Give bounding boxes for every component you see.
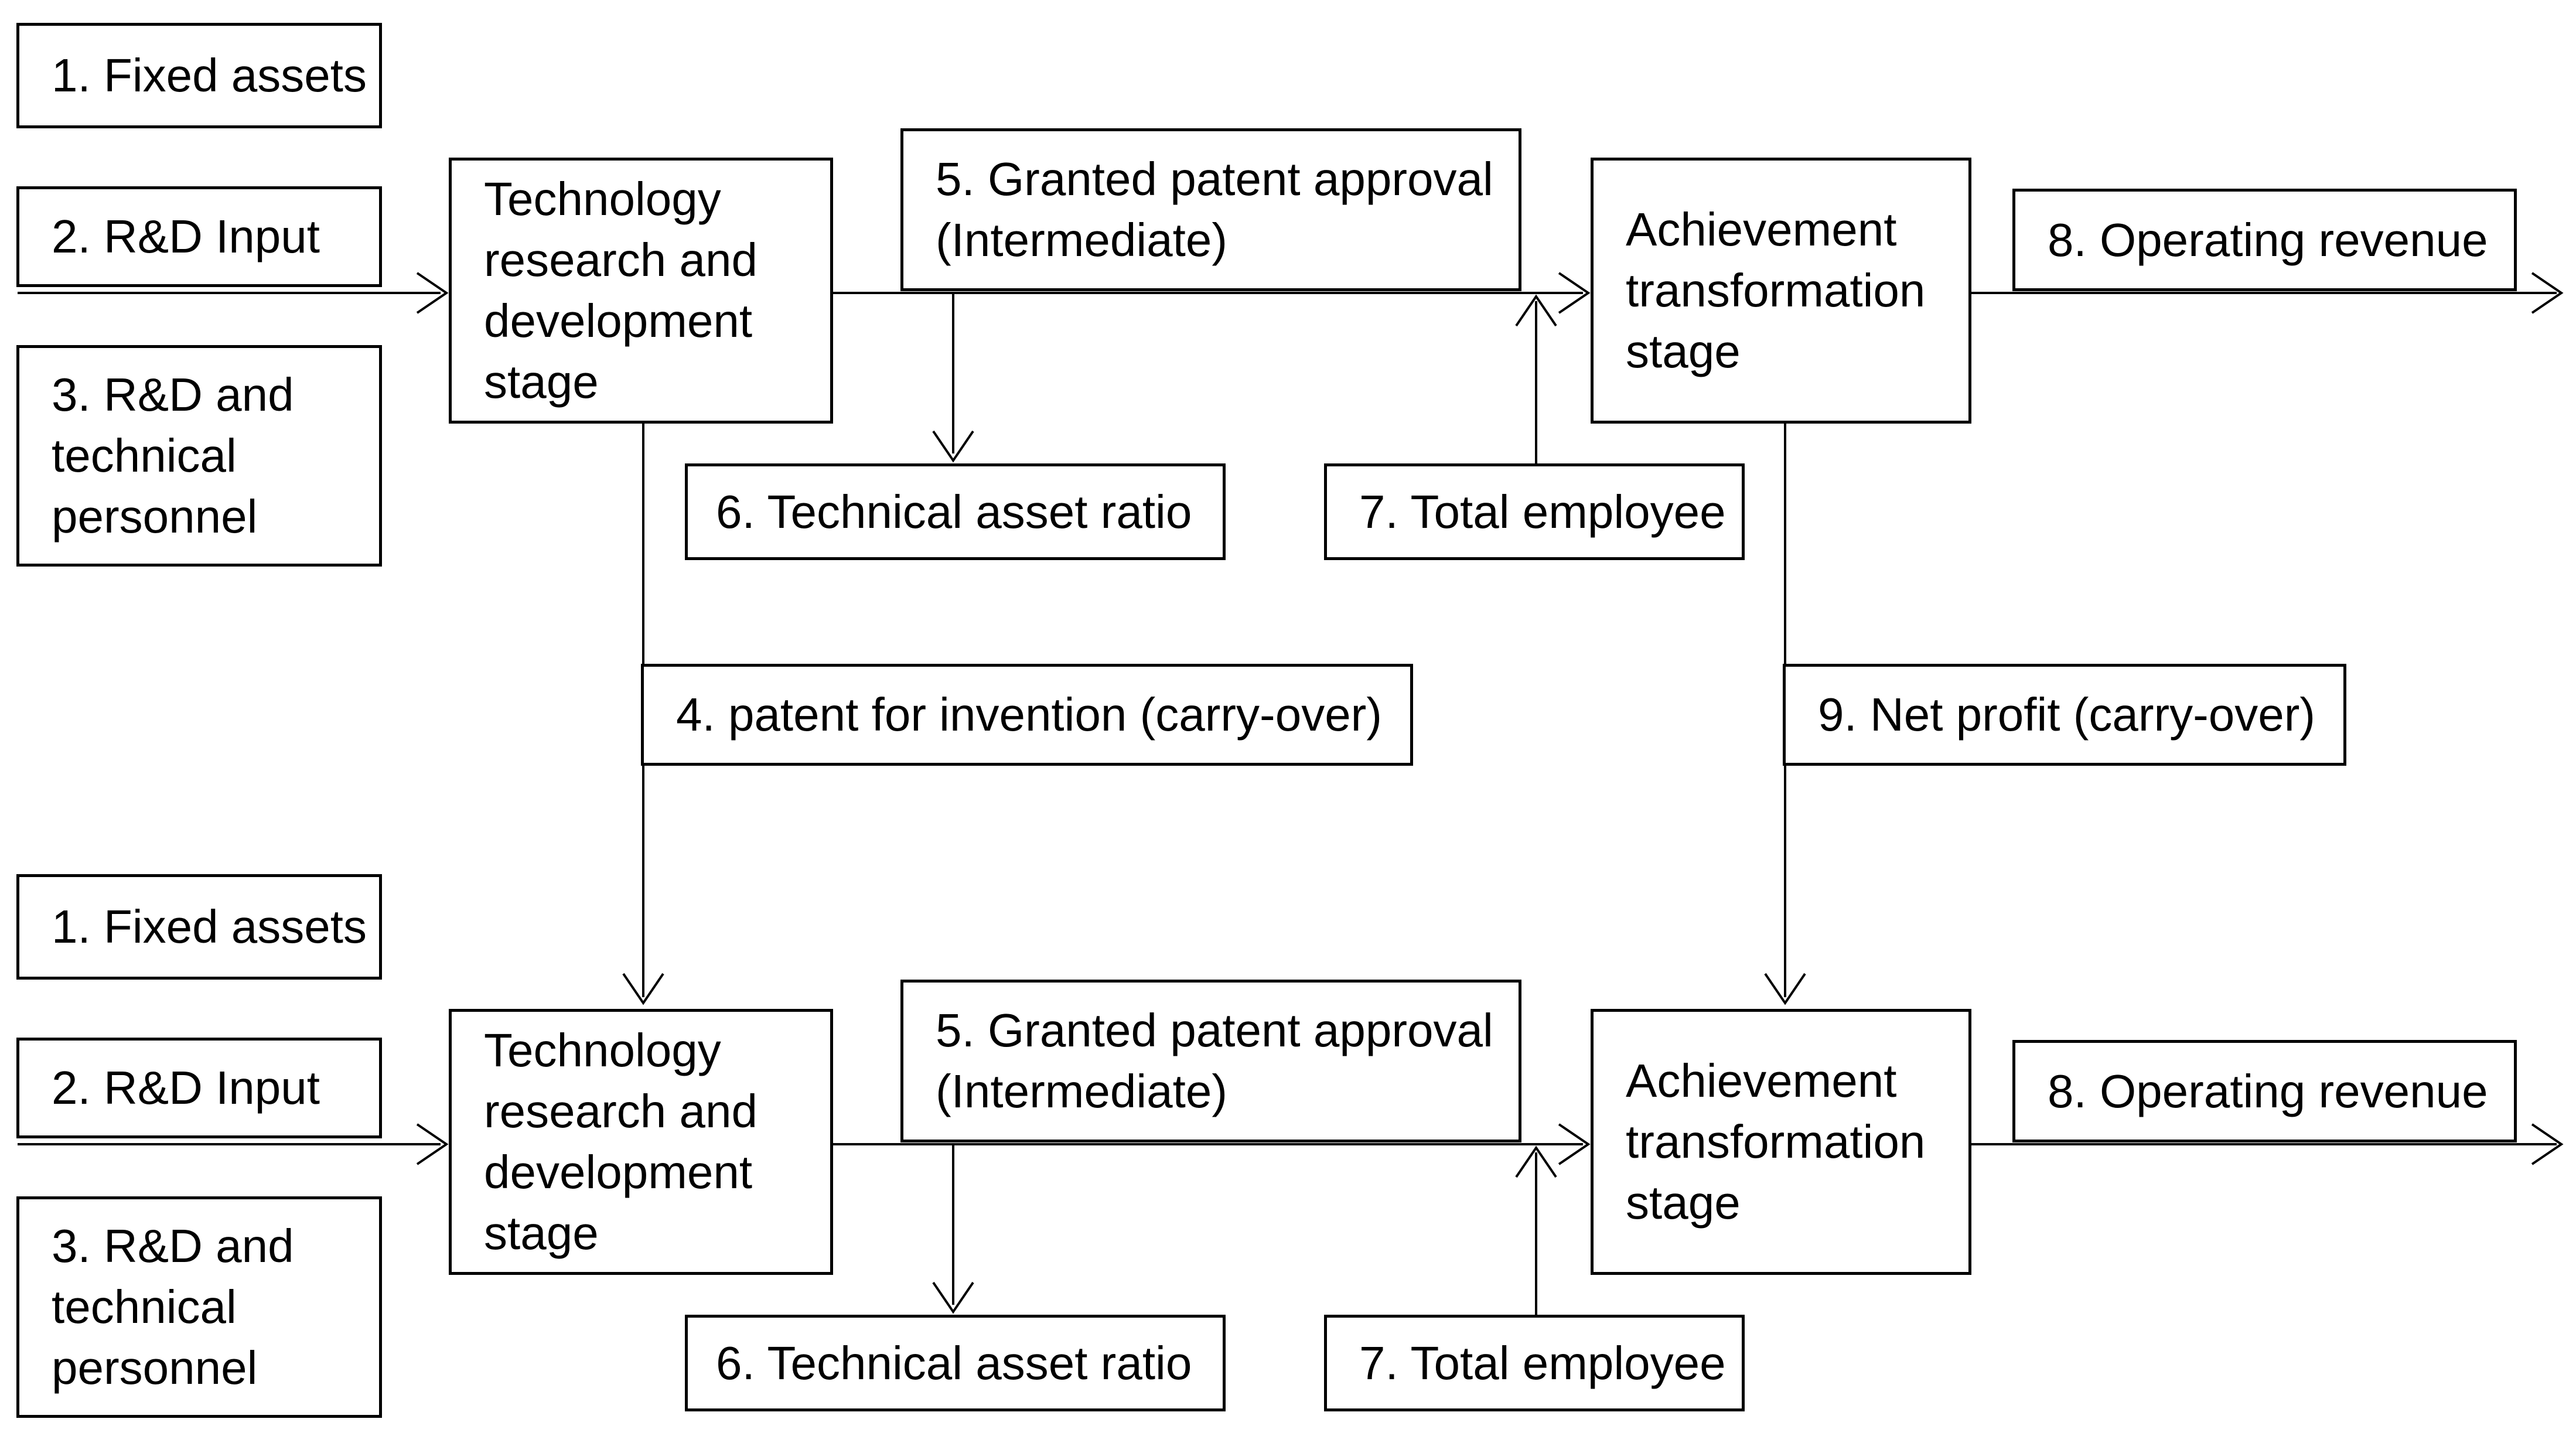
arrowhead-r1-into-tech-stage	[416, 272, 449, 314]
node-label: 1. Fixed assets	[52, 49, 367, 101]
node-label: 9. Net profit (carry-over)	[1818, 688, 2316, 741]
arrowhead-carryover-profit	[1764, 973, 1806, 1005]
node-label-line: research and	[484, 234, 758, 286]
node-label-line: 5. Granted patent approval	[936, 1004, 1493, 1056]
node-label: 7. Total employee	[1359, 1336, 1726, 1389]
node-patent-invention-carryover: 4. patent for invention (carry-over)	[641, 664, 1413, 766]
node-label-line: 3. R&D and	[52, 1220, 294, 1272]
node-rd-input-r1: 2. R&D Input	[16, 186, 382, 287]
node-label: 2. R&D Input	[52, 210, 320, 262]
node-patent-approval-r2: 5. Granted patent approval (Intermediate…	[900, 980, 1521, 1142]
node-label-line: development	[484, 295, 753, 347]
arrowhead-r2-into-asset-ratio	[932, 1281, 974, 1314]
node-tech-stage-r2: Technology research and development stag…	[449, 1009, 833, 1275]
node-total-employee-r2: 7. Total employee	[1324, 1315, 1745, 1411]
node-label-line: personnel	[52, 490, 258, 543]
node-label-line: personnel	[52, 1342, 258, 1394]
node-label: 1. Fixed assets	[52, 901, 367, 953]
node-operating-revenue-r2: 8. Operating revenue	[2012, 1040, 2517, 1142]
node-tech-stage-r1: Technology research and development stag…	[449, 158, 833, 424]
node-label-line: technical	[52, 1281, 237, 1333]
arrowhead-r2-output	[2531, 1123, 2564, 1165]
node-label-line: Technology	[484, 1024, 721, 1076]
node-tech-asset-ratio-r1: 6. Technical asset ratio	[685, 463, 1226, 560]
node-label-line: research and	[484, 1085, 758, 1137]
node-label: 2. R&D Input	[52, 1062, 320, 1114]
arrowhead-r1-into-asset-ratio	[932, 430, 974, 463]
node-rd-personnel-r2: 3. R&D and technical personnel	[16, 1196, 382, 1418]
node-fixed-assets-r1: 1. Fixed assets	[16, 23, 382, 128]
node-label-line: 3. R&D and	[52, 369, 294, 421]
node-label: 6. Technical asset ratio	[716, 1336, 1192, 1389]
node-label: 4. patent for invention (carry-over)	[676, 688, 1382, 741]
arrowhead-r1-from-employee	[1515, 294, 1557, 327]
node-label-line: 5. Granted patent approval	[936, 153, 1493, 205]
arrowhead-r2-from-employee	[1515, 1145, 1557, 1178]
node-label-line: (Intermediate)	[936, 1065, 1227, 1117]
node-label: 8. Operating revenue	[2048, 213, 2488, 266]
node-label-line: transformation	[1626, 1116, 1926, 1168]
node-label-line: Achievement	[1626, 1055, 1897, 1107]
node-label: 6. Technical asset ratio	[716, 485, 1192, 538]
node-label-line: stage	[1626, 325, 1741, 377]
arrowhead-r2-into-achievement	[1558, 1123, 1591, 1165]
arrowhead-r1-into-achievement	[1558, 272, 1591, 314]
node-label-line: Achievement	[1626, 203, 1897, 255]
node-rd-personnel-r1: 3. R&D and technical personnel	[16, 345, 382, 567]
arrowhead-carryover-patent	[622, 973, 664, 1005]
node-label-line: (Intermediate)	[936, 214, 1227, 266]
node-fixed-assets-r2: 1. Fixed assets	[16, 874, 382, 980]
arrowhead-r1-output	[2531, 272, 2564, 314]
node-patent-approval-r1: 5. Granted patent approval (Intermediate…	[900, 128, 1521, 291]
node-label-line: Technology	[484, 173, 721, 225]
arrowhead-r2-into-tech-stage	[416, 1123, 449, 1165]
node-rd-input-r2: 2. R&D Input	[16, 1038, 382, 1138]
node-label: 8. Operating revenue	[2048, 1065, 2488, 1117]
node-tech-asset-ratio-r2: 6. Technical asset ratio	[685, 1315, 1226, 1411]
node-achievement-stage-r1: Achievement transformation stage	[1591, 158, 1971, 424]
node-label: 7. Total employee	[1359, 485, 1726, 538]
node-label-line: technical	[52, 429, 237, 482]
node-total-employee-r1: 7. Total employee	[1324, 463, 1745, 560]
node-net-profit-carryover: 9. Net profit (carry-over)	[1783, 664, 2346, 766]
node-label-line: transformation	[1626, 264, 1926, 316]
node-label-line: stage	[484, 1207, 599, 1259]
node-label-line: stage	[484, 356, 599, 408]
node-label-line: development	[484, 1146, 753, 1198]
node-label-line: stage	[1626, 1176, 1741, 1229]
node-operating-revenue-r1: 8. Operating revenue	[2012, 189, 2517, 291]
node-achievement-stage-r2: Achievement transformation stage	[1591, 1009, 1971, 1275]
